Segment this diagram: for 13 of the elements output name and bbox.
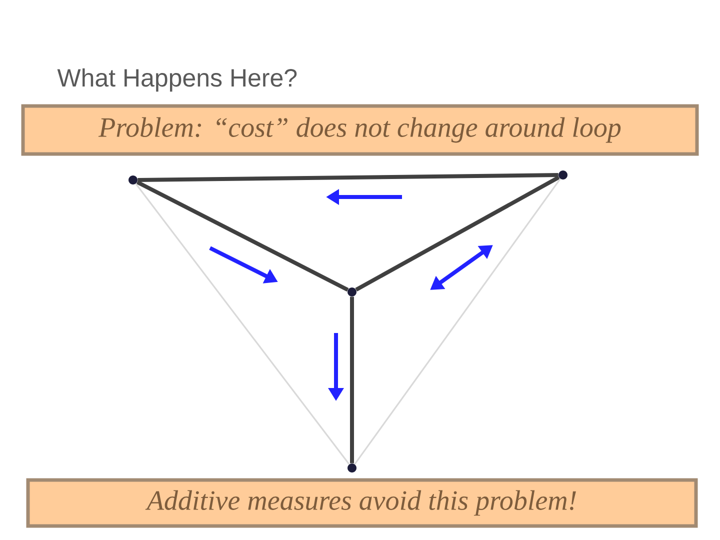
graph-edge (135, 183, 350, 465)
graph-edge (136, 180, 349, 292)
graph-edge (350, 296, 354, 464)
banner-box: Problem: “cost” does not change around loop (21, 104, 699, 156)
vertex-dot (128, 176, 138, 184)
slide-title: What Happens Here? (57, 68, 297, 92)
vertex-dot (348, 464, 356, 472)
vertex-dot (558, 170, 568, 180)
graph-edge (354, 178, 561, 465)
banner-box: Additive measures avoid this problem! (26, 478, 698, 528)
vertex-dot (348, 288, 356, 296)
graph-edge (355, 176, 560, 292)
graph-edge (138, 173, 558, 182)
